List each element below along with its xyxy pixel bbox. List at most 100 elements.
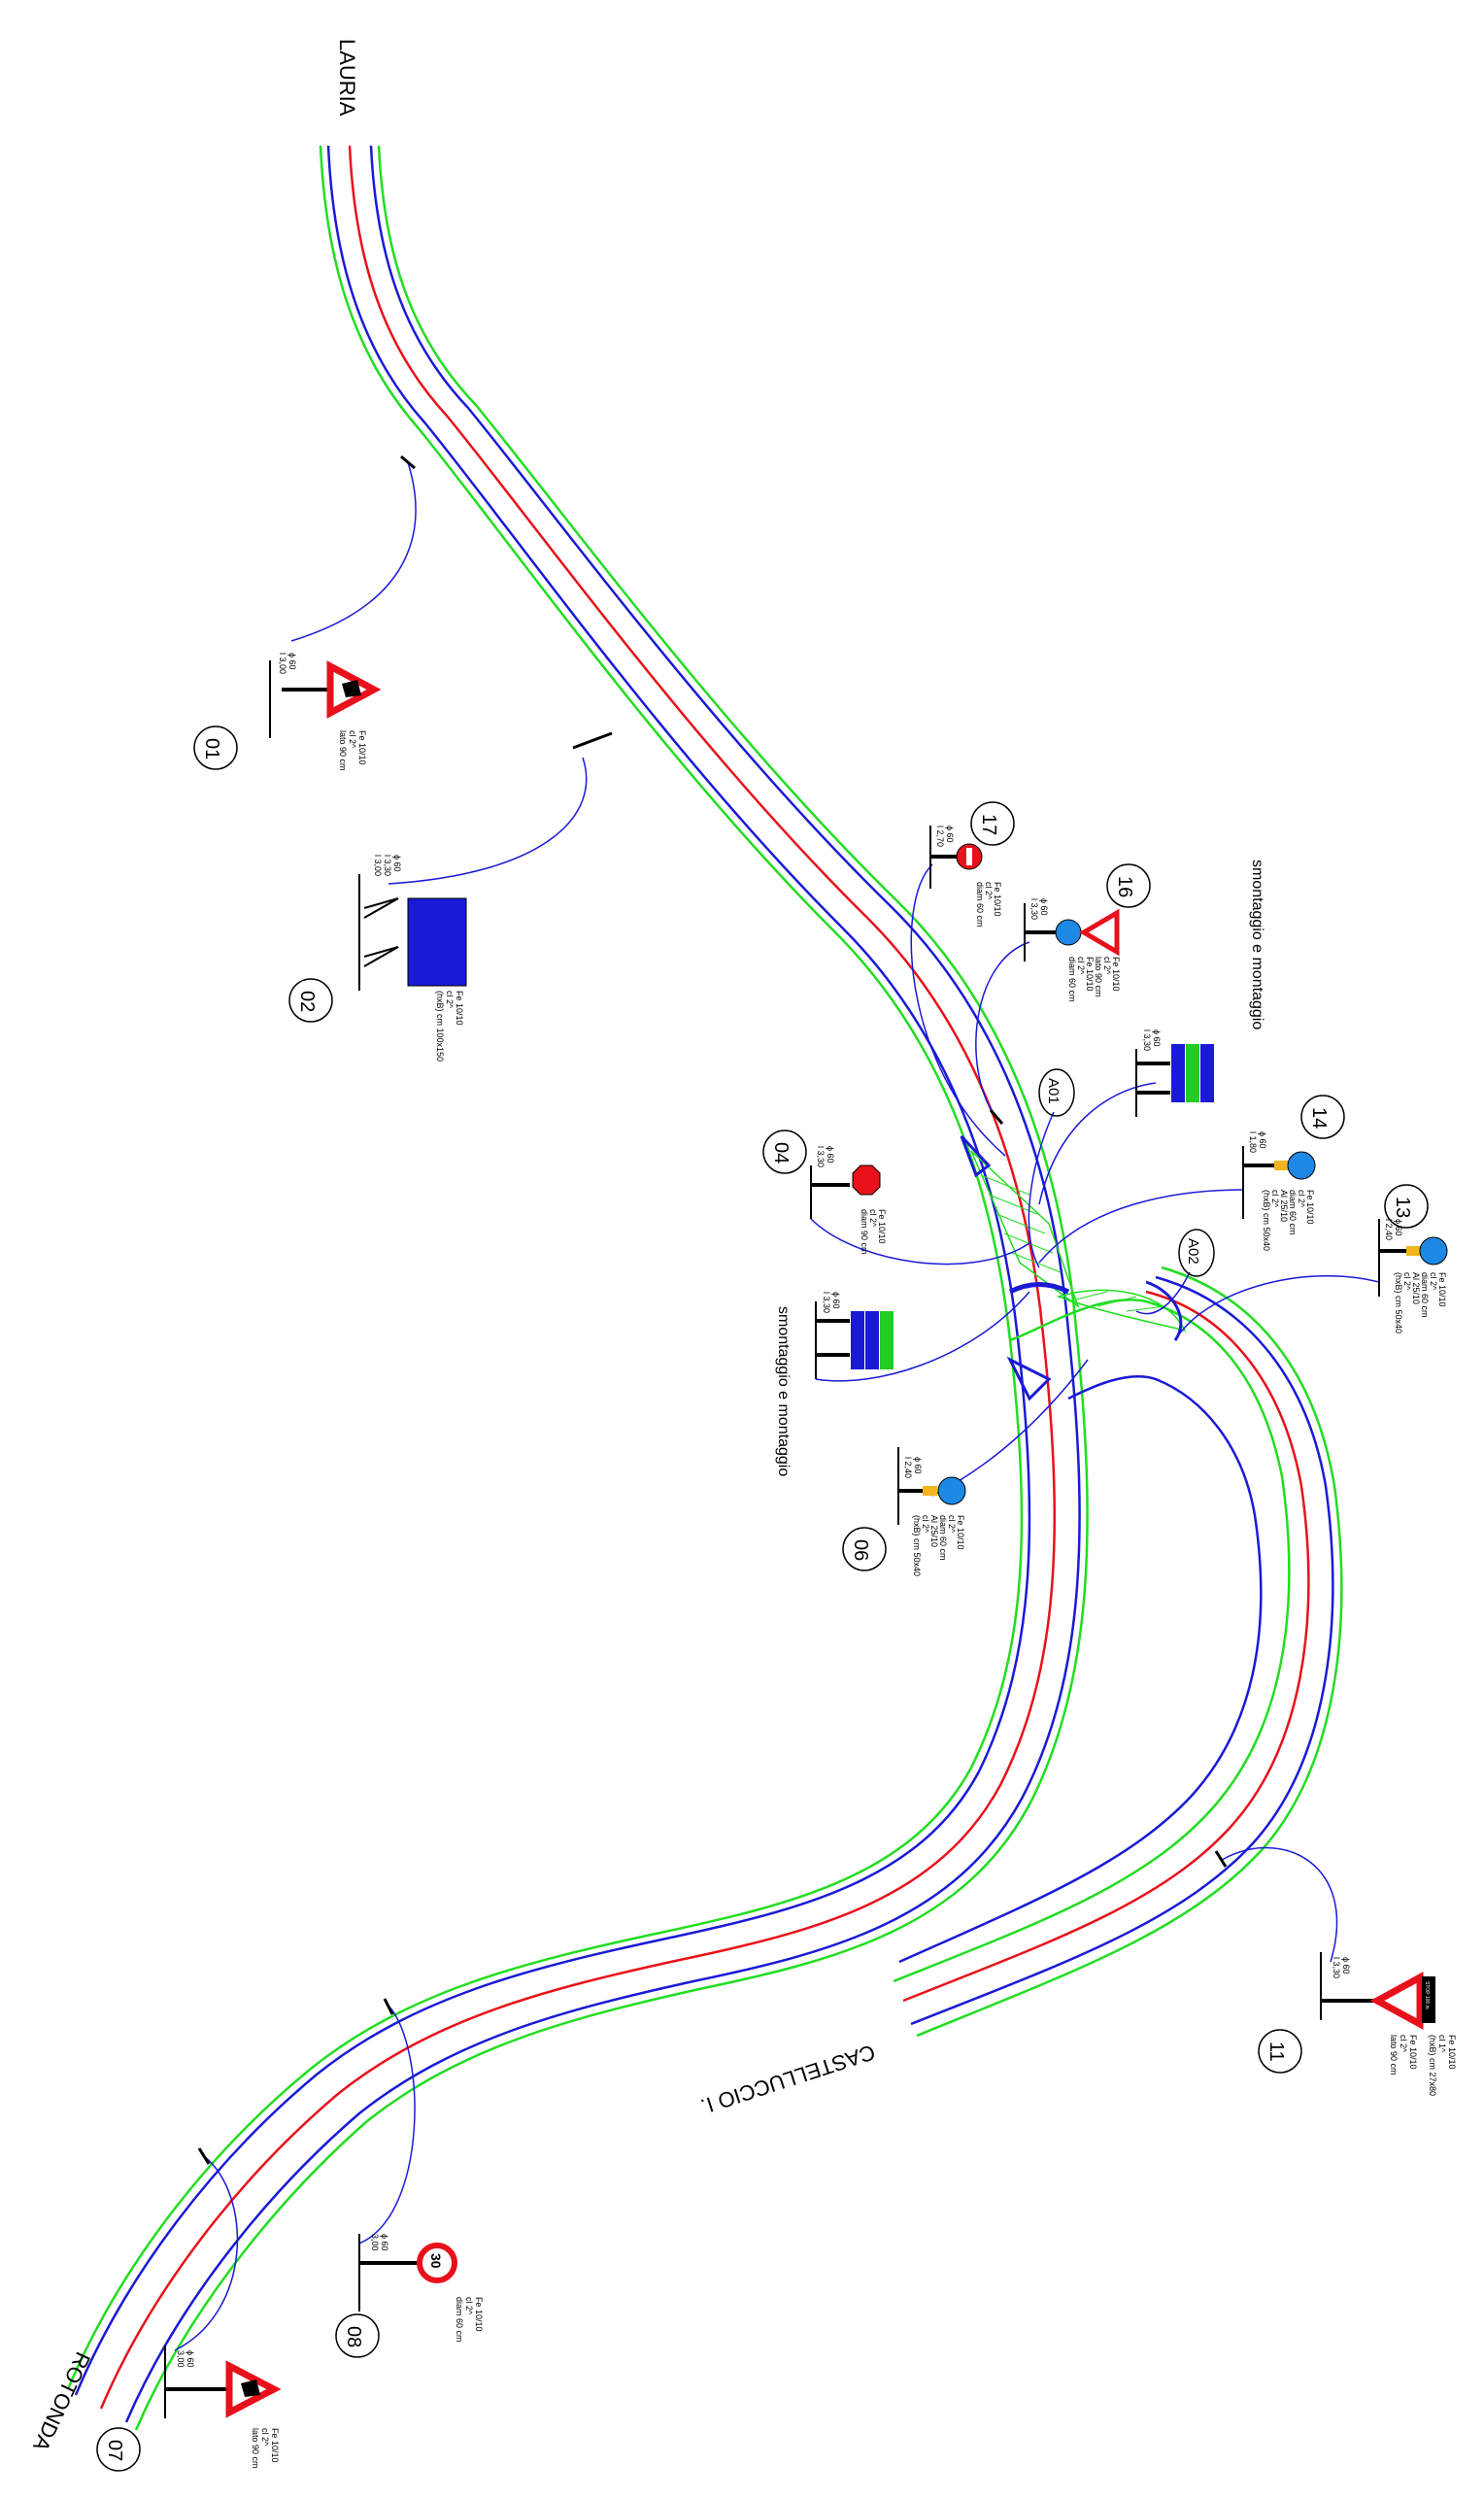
- road-marker-02: [572, 731, 613, 750]
- sign-16[interactable]: ϕ 60 l 3,30 Fe 10/10 cl 2^ lato 90 cm Fe…: [975, 863, 1151, 1125]
- label-16: 16: [1114, 876, 1135, 897]
- keep-right-icon: [1419, 1236, 1448, 1265]
- spec-17b: cl 2^: [984, 882, 994, 900]
- sign-02[interactable]: ϕ 60 l 3,30 l 3,00 Fe 10/10 cl 2^ (hxB) …: [288, 731, 613, 1062]
- post-text-02c: l 3,00: [373, 855, 383, 876]
- post-text-14b: l 1,80: [1248, 1131, 1258, 1153]
- post-text-14a: ϕ 60: [1258, 1131, 1267, 1149]
- marker-a02[interactable]: A02: [1135, 1229, 1215, 1315]
- post-text-17b: l 2,70: [935, 826, 945, 847]
- no-entry-bar: [966, 848, 972, 865]
- callout-panel-lower: [815, 1291, 1030, 1382]
- sign-01[interactable]: ϕ 60 l 3,00 Fe 10/10 cl 2^ lato 90 cm 01: [193, 455, 417, 771]
- callout-16: [975, 941, 1030, 1118]
- callout-panel-upper: [1038, 1082, 1157, 1205]
- label-ring-17: [970, 801, 1015, 846]
- spec-13c: diam 60 cm: [1420, 1272, 1430, 1318]
- spec-16d: Fe 10/10: [1085, 957, 1095, 992]
- spec-01c: lato 90 cm: [338, 730, 348, 771]
- spec-16a: Fe 10/10: [1111, 957, 1121, 992]
- direction-arrow-icon: [865, 1311, 879, 1369]
- spec-06b: cl 2^: [947, 1515, 957, 1534]
- road-marker-01: [400, 455, 416, 470]
- spec-08a: Fe 10/10: [474, 2297, 484, 2332]
- sign-11[interactable]: STOP 100 m ϕ 60 l 3,30 Fe 10/10 cl 1^ (h…: [1221, 1846, 1457, 2096]
- spec-02a: Fe 10/10: [455, 991, 464, 1026]
- label-ring-04: [762, 1130, 807, 1174]
- callout-13: [1174, 1275, 1380, 1341]
- marker-a01[interactable]: A01: [1028, 1068, 1075, 1268]
- post-text-13a: ϕ 60: [1394, 1219, 1403, 1236]
- post-text-04b: l 3,30: [816, 1146, 826, 1167]
- sign-07[interactable]: ϕ 60 3,00 Fe 10/10 cl 2^ lato 90 cm 07: [96, 2155, 282, 2472]
- castelluccio-shoulder-outer: [916, 1265, 1343, 2038]
- callout-02: [388, 757, 588, 885]
- keep-right-icon: [937, 1476, 966, 1505]
- spec-16f: diam 60 cm: [1067, 957, 1077, 1002]
- castelluccio-edge-outer: [910, 1275, 1334, 2026]
- sign-14[interactable]: ϕ 60 l 1,80 Fe 10/10 cl 2^ diam 60 cm Al…: [1038, 1095, 1345, 1264]
- roundabout-icon: [1055, 919, 1082, 946]
- give-way-stop-icon: [1369, 1972, 1424, 2030]
- label-07: 07: [104, 2440, 125, 2461]
- spec-04b: cl 2^: [868, 1209, 878, 1228]
- post-text-01b: l 3,00: [278, 653, 287, 674]
- road-centerline: [99, 145, 1057, 2410]
- sign-13[interactable]: ϕ 60 l 2,40 Fe 10/10 cl 2^ diam 60 cm Al…: [1174, 1184, 1448, 1341]
- post-text-panel-upper-a: ϕ 60: [1152, 1029, 1162, 1047]
- post-text-04a: ϕ 60: [826, 1146, 835, 1164]
- label-ring-11: [1258, 2029, 1302, 2074]
- direction-panel-upper[interactable]: ϕ 60 l 3,30: [1038, 1029, 1214, 1205]
- hatch-lines: [980, 1174, 1166, 1312]
- junction-bay: [1145, 1280, 1183, 1341]
- spec-14c: diam 60 cm: [1288, 1190, 1298, 1235]
- callout-17: [910, 863, 1006, 1157]
- direction-arrow-icon: [1186, 1044, 1199, 1102]
- label-01: 01: [201, 738, 222, 759]
- direction-arrow-icon: [851, 1311, 864, 1369]
- post-text-07b: 3,00: [176, 2350, 186, 2368]
- spec-06a: Fe 10/10: [956, 1515, 965, 1550]
- spec-06c: diam 60 cm: [938, 1515, 948, 1561]
- post-text-panel-lower-a: ϕ 60: [831, 1292, 841, 1309]
- label-02: 02: [296, 991, 318, 1012]
- post-text-11b: l 3,30: [1332, 1957, 1341, 1978]
- sign-06[interactable]: ϕ 60 l 2,40 Fe 10/10 cl 2^ diam 60 cm Al…: [842, 1359, 1089, 1576]
- spec-14b: cl 2^: [1297, 1190, 1306, 1208]
- road-marker-11: [1214, 1850, 1228, 1868]
- label-13: 13: [1392, 1197, 1413, 1218]
- sign-14-plate: [1274, 1161, 1288, 1170]
- spec-06f: (hxB) cm 50x40: [912, 1515, 922, 1576]
- speed-limit-icon: [417, 2243, 457, 2283]
- post-text-11a: ϕ 60: [1341, 1957, 1351, 1974]
- label-ring-14: [1300, 1095, 1345, 1139]
- spec-06d: Al 25/10: [929, 1515, 939, 1547]
- label-11: 11: [1265, 2041, 1287, 2062]
- island-triangle-lower: [1006, 1356, 1052, 1401]
- sign-04[interactable]: ϕ 60 l 3,30 Fe 10/10 cl 2^ diam 90 cm 04: [762, 1130, 1030, 1265]
- island-hatch-a02: [1056, 1289, 1187, 1333]
- note-swap-lower: smontaggio e montaggio: [775, 1306, 792, 1476]
- post-text-06a: ϕ 60: [913, 1457, 923, 1474]
- callout-11: [1221, 1846, 1338, 1963]
- spec-11b: cl 1^: [1437, 2035, 1447, 2053]
- spec-11e: cl 2^: [1399, 2035, 1408, 2053]
- label-17: 17: [978, 814, 999, 835]
- sign-17[interactable]: ϕ 60 l 2,70 Fe 10/10 cl 2^ diam 60 cm 17: [910, 801, 1015, 1157]
- spec-06e: cl 2^: [921, 1515, 930, 1534]
- post-text-06b: l 2,40: [903, 1457, 913, 1478]
- callout-14: [1038, 1189, 1244, 1264]
- post-text-02b: l 3,30: [383, 855, 392, 876]
- direction-panel-lower[interactable]: ϕ 60 l 3,30: [815, 1291, 1030, 1382]
- label-ring-16: [1106, 863, 1151, 908]
- direction-arrow-icon: [1200, 1044, 1214, 1102]
- direction-arrow-icon: [880, 1311, 894, 1369]
- edge-line-left: [74, 145, 1031, 2396]
- sign-08[interactable]: 30 ϕ 60 3,00 Fe 10/10 cl 2^ diam 60 cm 0…: [335, 2005, 484, 2358]
- spec-14f: (hxB) cm 50x40: [1262, 1190, 1271, 1251]
- spec-01b: cl 2^: [348, 730, 357, 749]
- spec-08b: cl 2^: [464, 2297, 474, 2315]
- callout-01: [290, 461, 417, 642]
- spec-08c: diam 60 cm: [455, 2297, 464, 2343]
- island-triangle-upper: [960, 1134, 992, 1178]
